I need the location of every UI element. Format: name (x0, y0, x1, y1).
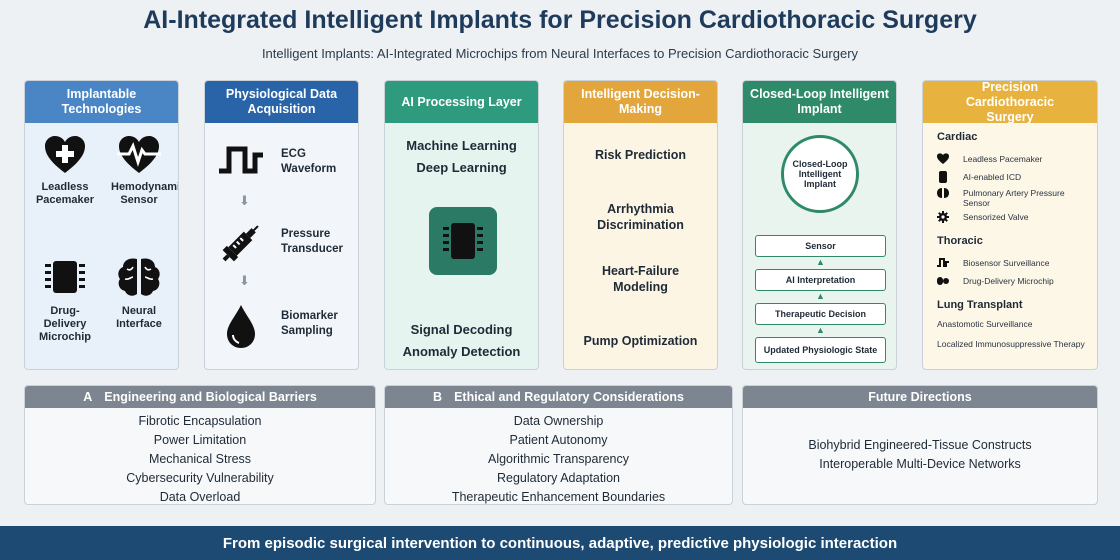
surgery-item: Anastomotic Surveillance (937, 319, 1033, 329)
list-item: Data Ownership (513, 414, 604, 428)
surgery-section-lung-transplant: Lung Transplant (937, 299, 1023, 311)
panel-engineering-barriers: A Engineering and Biological Barriers Fi… (24, 385, 376, 505)
column-heading: Closed-Loop Intelligent Implant (743, 81, 896, 123)
list-item: Algorithmic Transparency (487, 452, 630, 466)
list-item: Biohybrid Engineered-Tissue Constructs (808, 438, 1032, 452)
list-item: Patient Autonomy (509, 433, 608, 447)
panel-ethical-regulatory: B Ethical and Regulatory Considerations … (384, 385, 733, 505)
surgery-section-thoracic: Thoracic (937, 235, 983, 247)
page-subtitle: Intelligent Implants: AI-Integrated Micr… (261, 46, 859, 61)
acquisition-item-pressure: Pressure Transducer (213, 217, 353, 267)
down-arrow-icon: ⬇ (239, 193, 250, 208)
tech-label: Drug-Delivery Microchip (39, 305, 91, 343)
column-closed-loop-implant: Closed-Loop Intelligent Implant Closed-L… (742, 80, 897, 370)
list-item: Fibrotic Encapsulation (138, 414, 262, 428)
tech-neural-interface: Neural Interface (103, 255, 175, 331)
heart-pulse-icon (117, 136, 161, 173)
decision-item: Heart-Failure Modeling (601, 264, 680, 294)
ai-anomaly-detection: Anomaly Detection (402, 344, 521, 359)
decision-item: Arrhythmia Discrimination (597, 202, 684, 232)
list-item: Therapeutic Enhancement Boundaries (451, 490, 666, 504)
loop-step-ai-interpretation: AI Interpretation (755, 269, 886, 291)
column-physiological-data-acquisition: Physiological Data Acquisition ECG Wavef… (204, 80, 359, 370)
decision-item: Risk Prediction (595, 148, 686, 162)
ai-chip-graphic (429, 207, 497, 275)
list-item: Regulatory Adaptation (496, 471, 620, 485)
page-title: AI-Integrated Intelligent Implants for P… (143, 6, 977, 34)
acquisition-item-ecg: ECG Waveform (213, 137, 353, 187)
panel-title: Future Directions (868, 390, 972, 404)
column-heading: Intelligent Decision-Making (564, 81, 717, 123)
tech-drug-delivery-microchip: Drug-Delivery Microchip (29, 255, 101, 344)
ai-deep-learning: Deep Learning (416, 160, 507, 175)
closed-loop-circle: Closed-Loop Intelligent Implant (781, 135, 859, 213)
column-ai-processing-layer: AI Processing Layer Machine Learning Dee… (384, 80, 539, 370)
microchip-icon (443, 223, 483, 259)
acquisition-item-biomarker: Biomarker Sampling (213, 299, 353, 349)
panel-heading: A Engineering and Biological Barriers (25, 386, 375, 408)
waveform-icon (937, 258, 949, 267)
syringe-icon (222, 225, 259, 262)
list-item: Data Overload (159, 490, 241, 504)
panel-list: Fibrotic Encapsulation Power Limitation … (25, 408, 375, 504)
panel-heading: B Ethical and Regulatory Considerations (385, 386, 732, 408)
tech-label: Leadless Pacemaker (35, 181, 95, 206)
surgery-item: Localized Immunosuppressive Therapy (937, 339, 1085, 349)
panel-title: Engineering and Biological Barriers (104, 390, 317, 404)
loop-step-therapeutic-decision: Therapeutic Decision (755, 303, 886, 325)
panel-future-directions: Future Directions Biohybrid Engineered-T… (742, 385, 1098, 505)
surgery-section-cardiac: Cardiac (937, 131, 978, 143)
panel-list: Biohybrid Engineered-Tissue Constructs I… (743, 436, 1097, 474)
brain-icon (118, 258, 160, 296)
loop-step-updated-state: Updated Physiologic State (755, 337, 886, 363)
list-item: Interoperable Multi-Device Networks (819, 457, 1021, 471)
gear-icon (937, 211, 949, 223)
lungs-icon (937, 188, 949, 198)
tech-hemodynamic-sensor: Hemodynamic Sensor (103, 135, 179, 207)
list-item: Power Limitation (153, 433, 247, 447)
column-precision-surgery: Precision Cardiothoracic Surgery Cardiac… (922, 80, 1098, 370)
column-heading: Implantable Technologies (25, 81, 178, 123)
microchip-icon (45, 261, 85, 293)
down-arrow-icon: ⬇ (239, 273, 250, 288)
tech-leadless-pacemaker: Leadless Pacemaker (29, 135, 101, 207)
tech-label: Neural Interface (116, 305, 162, 330)
up-arrow-icon: ▲ (816, 257, 825, 267)
ecg-waveform-icon (219, 146, 263, 174)
device-icon (939, 171, 947, 183)
acquisition-label: Pressure Transducer (281, 228, 343, 255)
pill-icon (937, 277, 949, 285)
column-intelligent-decision-making: Intelligent Decision-Making Risk Predict… (563, 80, 718, 370)
list-item: Cybersecurity Vulnerability (126, 471, 274, 485)
column-heading: Precision Cardiothoracic Surgery (923, 81, 1097, 124)
panel-list: Data Ownership Patient Autonomy Algorith… (385, 408, 732, 504)
acquisition-label: Biomarker Sampling (281, 310, 338, 337)
up-arrow-icon: ▲ (816, 291, 825, 301)
panel-title: Ethical and Regulatory Considerations (454, 390, 684, 404)
loop-step-sensor: Sensor (755, 235, 886, 257)
up-arrow-icon: ▲ (816, 325, 825, 335)
heart-icon (937, 153, 949, 164)
panel-tag: A (83, 390, 93, 404)
footer-banner: From episodic surgical intervention to c… (0, 526, 1120, 560)
ai-machine-learning: Machine Learning (406, 138, 517, 153)
heart-plus-icon (45, 136, 85, 173)
tech-label: Hemodynamic Sensor (111, 181, 179, 206)
panel-tag: B (433, 390, 443, 404)
acquisition-label: ECG Waveform (281, 148, 337, 175)
drop-icon (227, 305, 255, 348)
ai-signal-decoding: Signal Decoding (410, 322, 513, 337)
panel-heading: Future Directions (743, 386, 1097, 408)
list-item: Mechanical Stress (148, 452, 252, 466)
column-heading: AI Processing Layer (385, 81, 538, 123)
column-implantable-technologies: Implantable Technologies Leadless Pacema… (24, 80, 179, 370)
column-heading: Physiological Data Acquisition (205, 81, 358, 123)
decision-item: Pump Optimization (583, 334, 698, 348)
